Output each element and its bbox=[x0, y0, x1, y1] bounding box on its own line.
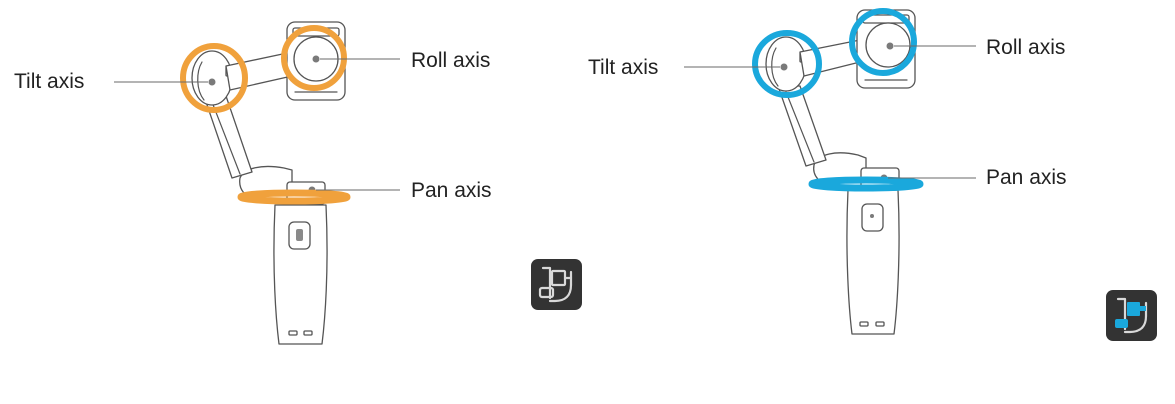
tilt-axis-highlight bbox=[752, 30, 822, 98]
gimbal-arm bbox=[777, 85, 827, 167]
gimbal-illustration-a bbox=[191, 21, 346, 345]
tilt-axis-label: Tilt axis bbox=[588, 56, 658, 79]
pan-axis-highlight bbox=[237, 189, 351, 205]
gimbal-mode-icon[interactable] bbox=[1106, 290, 1157, 341]
gimbal-mode-icon[interactable] bbox=[531, 259, 582, 310]
roll-axis-highlight bbox=[849, 8, 917, 76]
roll-axis-dot bbox=[886, 42, 894, 50]
gimbal-handle-port bbox=[859, 321, 869, 327]
gimbal-handle bbox=[273, 204, 328, 345]
gimbal-handle-port bbox=[875, 321, 885, 327]
roll-axis-label: Roll axis bbox=[986, 36, 1065, 59]
tilt-axis-dot bbox=[780, 63, 788, 71]
tilt-axis-dot bbox=[208, 78, 216, 86]
axis-highlights-b bbox=[752, 8, 924, 192]
roll-axis-highlight bbox=[281, 25, 347, 91]
roll-axis-label: Roll axis bbox=[411, 49, 490, 72]
gimbal-handle-port bbox=[303, 330, 313, 336]
tilt-axis-label: Tilt axis bbox=[14, 70, 84, 93]
gimbal-illustration-b bbox=[765, 9, 916, 335]
gimbal-handle bbox=[846, 189, 900, 335]
gimbal-handle-port bbox=[288, 330, 298, 336]
pan-axis-label: Pan axis bbox=[986, 166, 1067, 189]
roll-axis-dot bbox=[312, 55, 320, 63]
panel-mode-a: Tilt axis Roll axis Pan axis bbox=[14, 21, 582, 345]
panel-mode-b: Tilt axis Roll axis Pan axis bbox=[588, 8, 1157, 341]
gimbal-joystick-knob bbox=[296, 229, 303, 241]
pan-axis-label: Pan axis bbox=[411, 179, 492, 202]
pan-axis-highlight bbox=[808, 176, 924, 192]
axis-highlights-a bbox=[180, 25, 351, 205]
tilt-axis-highlight bbox=[180, 43, 248, 113]
